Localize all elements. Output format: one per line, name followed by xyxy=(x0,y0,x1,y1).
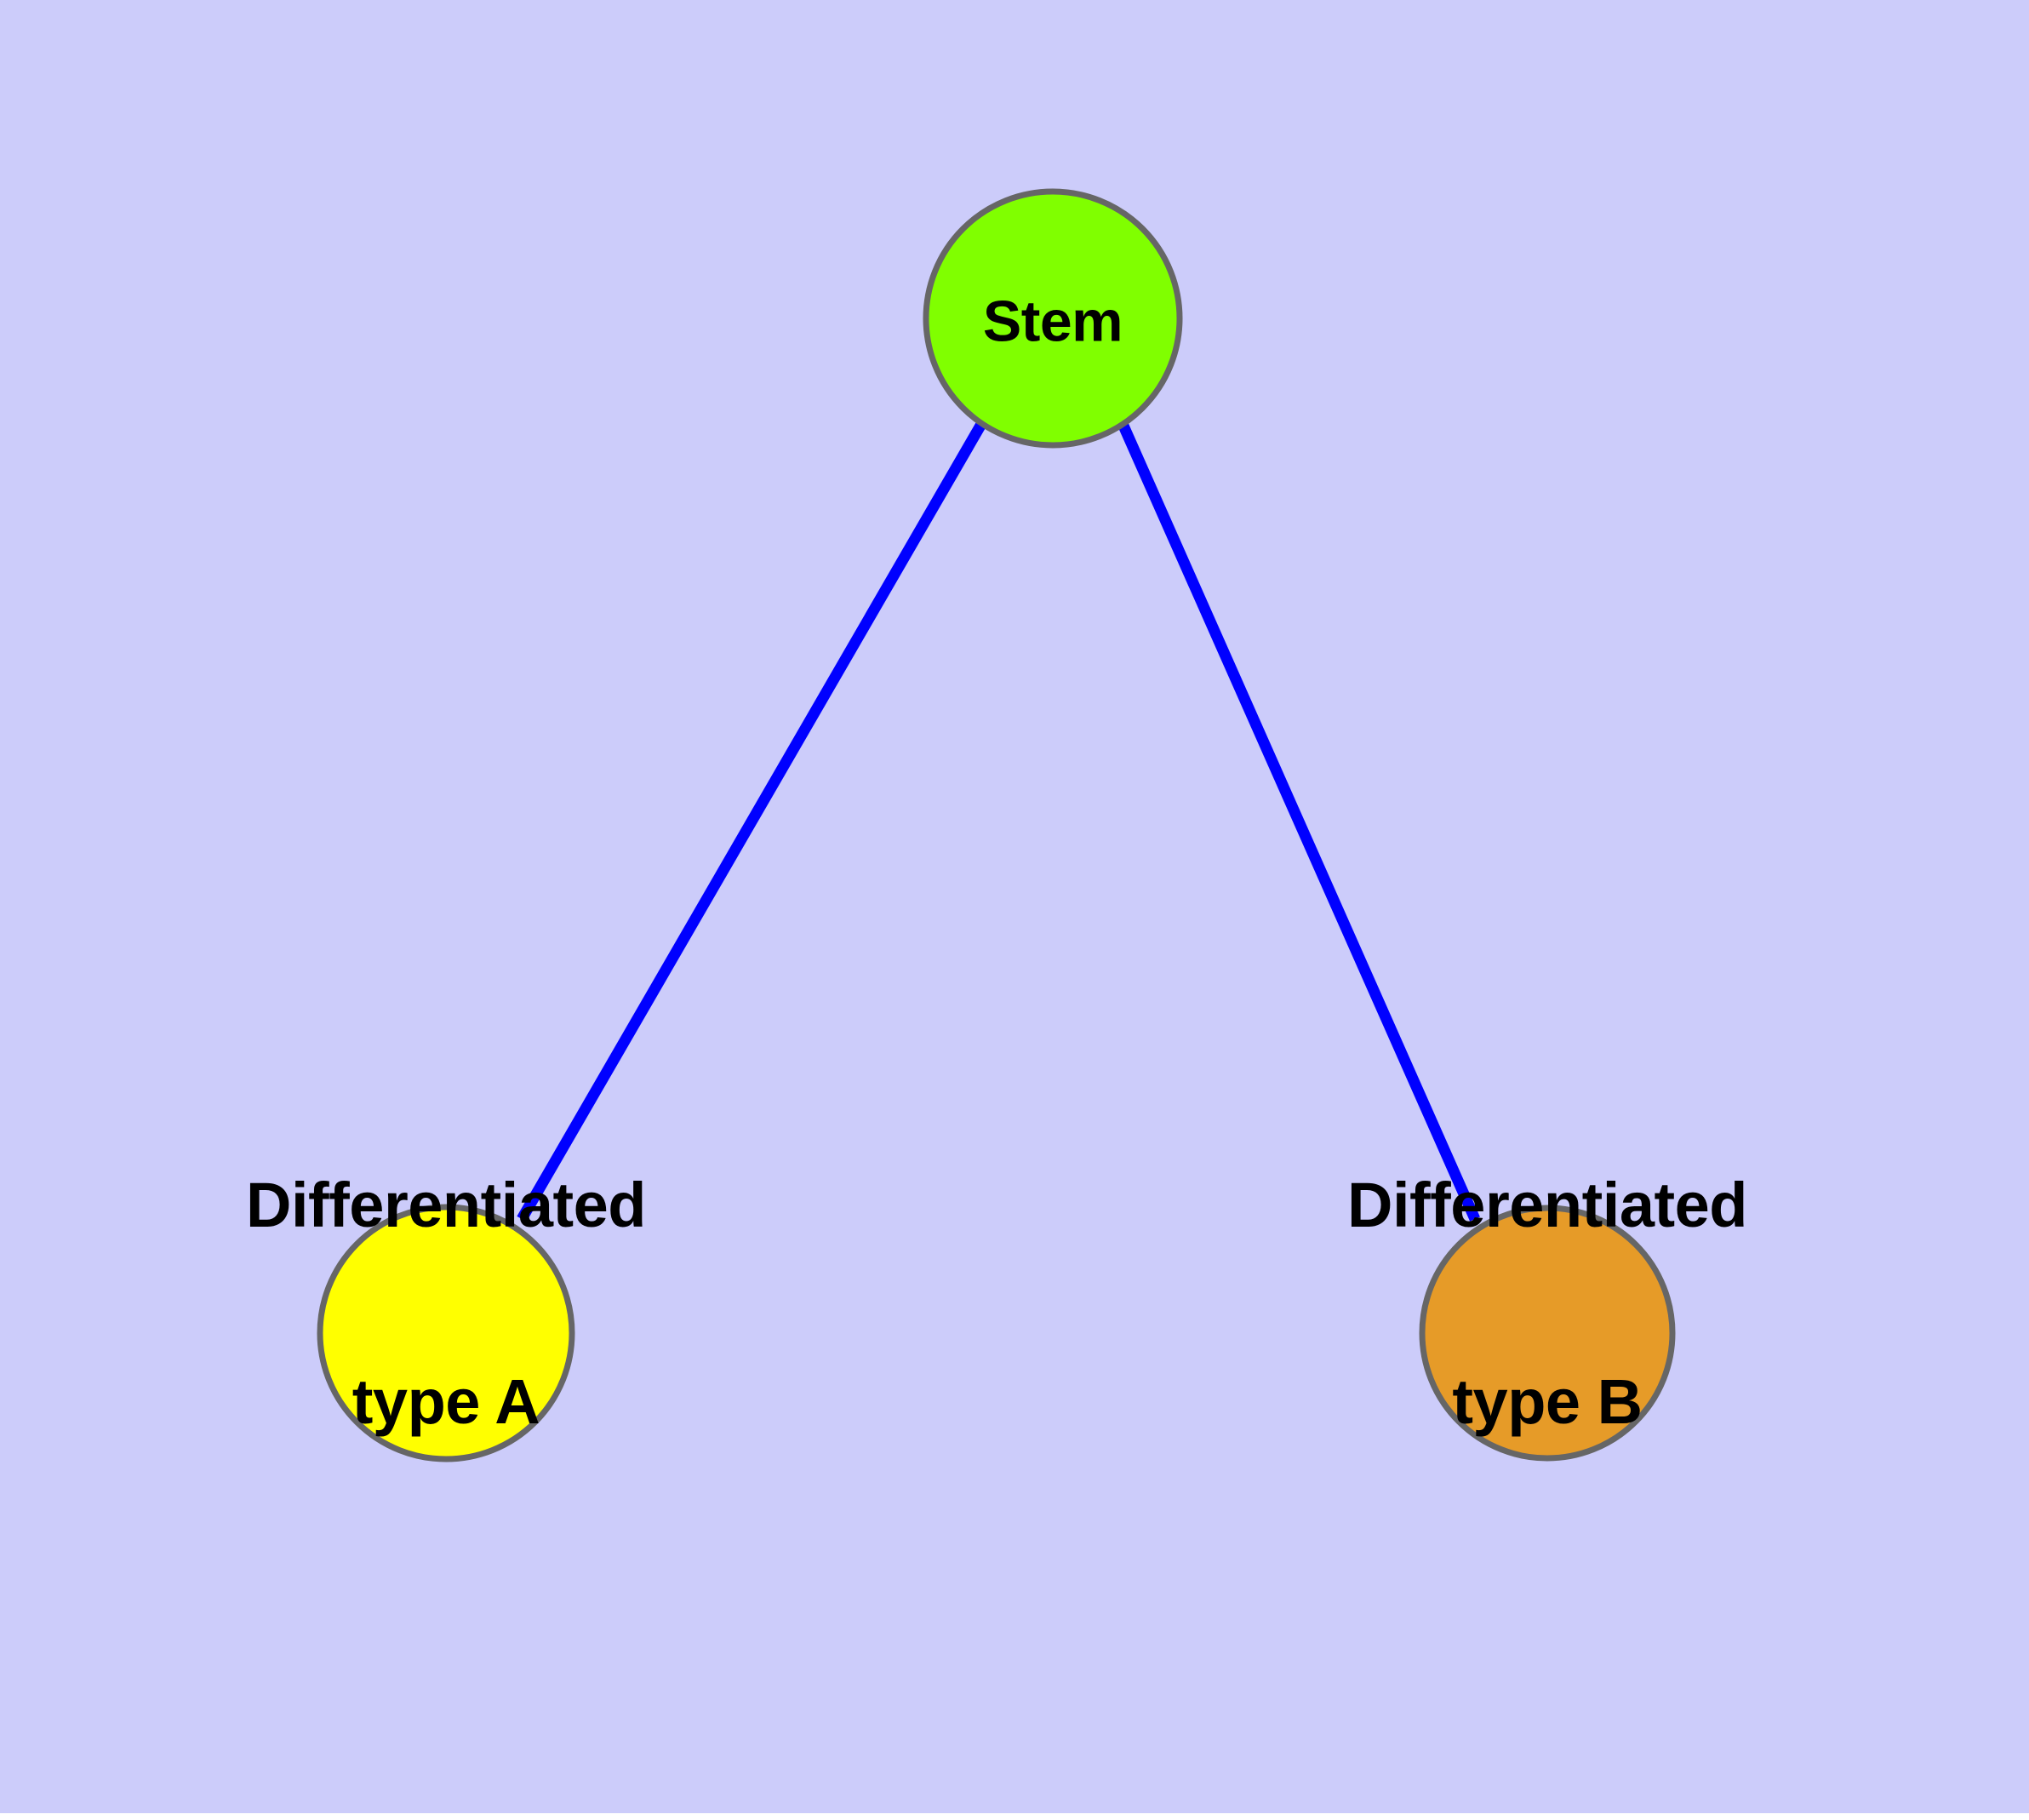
node-circle-diff-b[interactable] xyxy=(1419,1205,1676,1462)
edge-stem-to-diff-b xyxy=(1118,423,1480,1222)
nodes-group xyxy=(317,188,1676,1462)
edges-group xyxy=(517,422,1480,1222)
node-circle-stem[interactable] xyxy=(923,188,1183,449)
edge-stem-to-diff-a xyxy=(517,422,986,1222)
node-circle-diff-a[interactable] xyxy=(317,1204,575,1462)
